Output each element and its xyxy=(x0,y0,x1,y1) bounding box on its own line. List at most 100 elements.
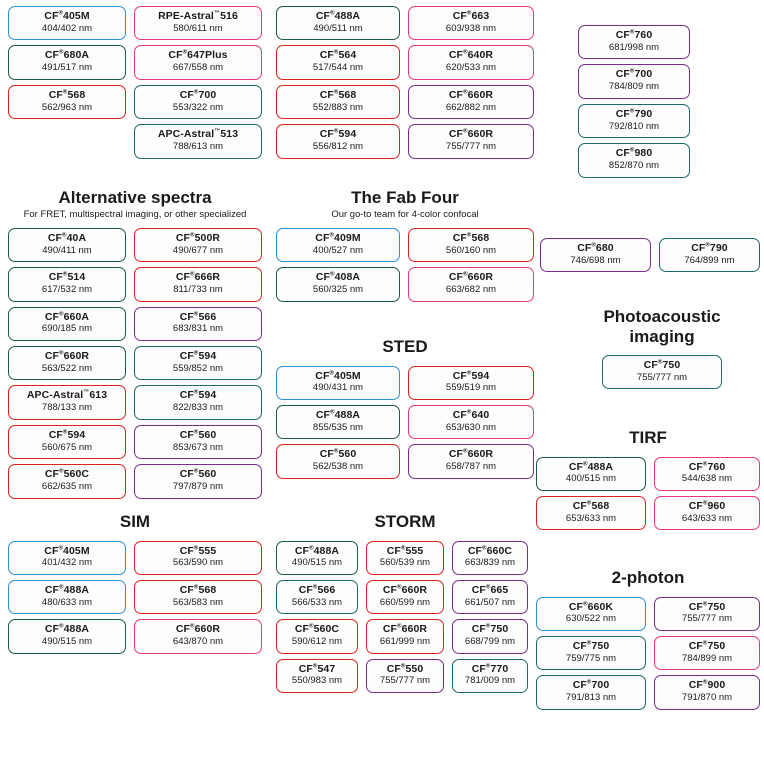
trademark-symbol: ® xyxy=(463,271,468,278)
dye-spectra: 560/675 nm xyxy=(41,441,93,453)
dye-spectra: 544/638 nm xyxy=(681,473,733,485)
trademark-symbol: ® xyxy=(59,584,64,591)
dye-spectra: 404/402 nm xyxy=(41,22,93,34)
dye-name: CF®409M xyxy=(315,231,361,244)
dye-name: CF®660C xyxy=(467,544,513,557)
dye-name: CF®760 xyxy=(615,29,653,41)
trademark-symbol: ® xyxy=(586,640,592,647)
dye-spectra: 661/999 nm xyxy=(379,636,431,648)
dye-spectra: 563/522 nm xyxy=(41,362,93,374)
dye-name: CF®660R xyxy=(44,350,90,363)
trademark-symbol: ® xyxy=(59,468,64,475)
dye-name: CF®660K xyxy=(568,600,614,613)
trademark-symbol: ® xyxy=(309,545,314,552)
dye-spectra: 658/787 nm xyxy=(445,461,497,473)
trademark-symbol: ® xyxy=(58,545,64,552)
dye-name: CF®640R xyxy=(448,49,494,62)
dye-spectra: 590/612 nm xyxy=(291,636,343,648)
trademark-symbol: ™ xyxy=(83,389,90,396)
trademark-symbol: ™ xyxy=(214,128,221,135)
